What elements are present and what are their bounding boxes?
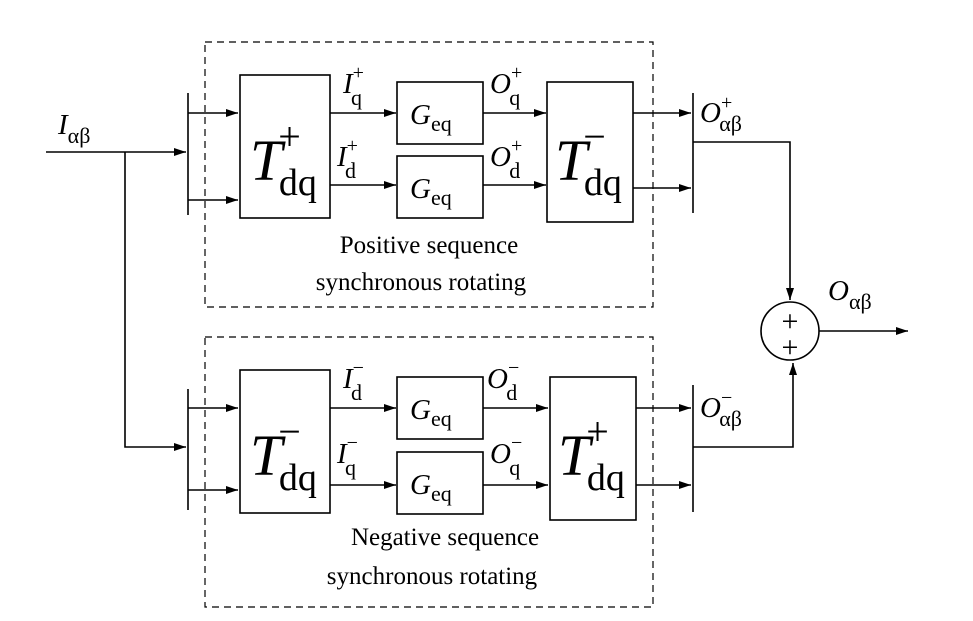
input-label: Iαβ [57,109,90,148]
pos-output-label: O+αβ [700,92,742,136]
pos-output-line [693,141,794,300]
neg-filter-bottom-block [396,451,484,515]
neg-oq-label: O−q [490,432,522,480]
neg-transform-out-label: T+dq [558,409,625,499]
pos-caption-line2: synchronous rotating [316,269,527,296]
pos-transform-out-block [546,81,634,223]
output-label: Oαβ [828,275,872,314]
neg-filter-bottom-label: Geq [410,469,452,506]
input-branch-line [124,152,186,451]
pos-iq-label: I+q [342,62,364,110]
pos-filter-bottom-block [396,155,484,219]
pos-caption-line1: Positive sequence [340,232,518,259]
neg-id-label: I−d [342,357,364,405]
neg-iq-label: I−q [336,432,358,480]
neg-transform-in-label: T−dq [250,409,317,499]
pos-id-label: I+d [336,135,358,183]
pos-transform-in-label: T+dq [250,114,317,204]
summer-sign-top: + [782,305,799,338]
pos-transform-in-block [239,74,331,219]
neg-caption-line1: Negative sequence [351,524,539,551]
negative-sequence-group [204,336,654,608]
neg-transform-in-block [239,369,331,514]
pos-filter-bottom-label: Geq [410,173,452,210]
neg-transform-out-block [549,376,637,521]
neg-od-label: O−d [487,357,519,405]
neg-output-label: O−αβ [700,387,742,431]
pos-filter-top-label: Geq [410,99,452,136]
pos-oq-label: O+q [490,62,522,110]
neg-filter-top-label: Geq [410,394,452,431]
neg-caption-line2: synchronous rotating [327,563,538,590]
pos-transform-out-label: T−dq [555,114,622,204]
positive-sequence-group [204,41,654,308]
pos-od-label: O+d [490,135,522,183]
neg-output-line [693,363,797,448]
summer-sign-bottom: + [782,331,799,364]
